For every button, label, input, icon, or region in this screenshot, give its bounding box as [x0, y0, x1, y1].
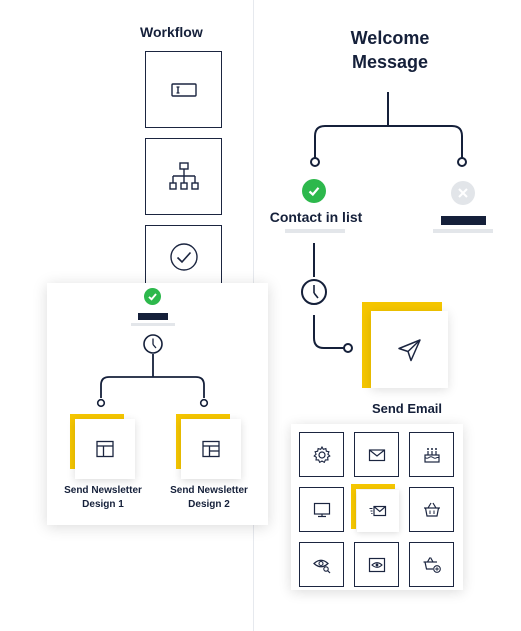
layout-columns-icon [202, 440, 220, 458]
design2-accent-left [176, 414, 183, 469]
selected-card [357, 490, 399, 532]
grid-cell-basket[interactable] [409, 487, 454, 532]
basket-add-icon [423, 556, 441, 573]
fast-mail-icon [369, 505, 387, 517]
hierarchy-icon [168, 161, 199, 190]
grid-cell-eye-search[interactable] [299, 542, 344, 587]
grid-cell-fast-mail[interactable] [351, 484, 399, 532]
welcome-title-line1: Welcome [350, 28, 430, 48]
layout-icon [96, 440, 114, 458]
design1-accent-left [70, 414, 77, 469]
text-field-icon [170, 82, 197, 97]
grid-cell-settings[interactable] [299, 432, 344, 477]
newsletter-connectors [96, 334, 209, 408]
grid-cell-mail[interactable] [354, 432, 399, 477]
grid-cell-eye-screen[interactable] [354, 542, 399, 587]
welcome-title-line2: Message [351, 52, 429, 72]
workflow-item-hierarchy[interactable] [145, 138, 222, 215]
design2-label-line2: Design 2 [188, 499, 230, 510]
send-card-accent-left [362, 302, 371, 388]
eye-search-icon [312, 559, 330, 573]
cake-icon [423, 447, 440, 463]
newsletter-design-1-card[interactable] [75, 419, 135, 479]
design1-accent-top [70, 414, 124, 421]
check-circle-icon [169, 243, 198, 271]
grid-cell-basket-add[interactable] [409, 542, 454, 587]
send-email-label: Send Email [371, 401, 443, 416]
basket-icon [423, 502, 440, 517]
icon-grid-panel [291, 424, 463, 590]
design1-label-line1: Send Newsletter [64, 485, 142, 496]
welcome-message-title: Welcome Message [330, 26, 450, 74]
monitor-icon [313, 502, 330, 517]
grid-cell-monitor[interactable] [299, 487, 344, 532]
workflow-item-check[interactable] [145, 225, 222, 285]
gear-icon [312, 445, 331, 463]
no-branch-underline [433, 229, 493, 233]
envelope-icon [368, 448, 385, 461]
panel-check-icon [144, 288, 161, 305]
yes-branch-underline [285, 229, 345, 233]
yes-branch-label: Contact in list [269, 209, 363, 225]
green-check-icon [302, 179, 326, 203]
design2-label-line1: Send Newsletter [170, 485, 248, 496]
design1-label-line2: Design 1 [82, 499, 124, 510]
no-branch-bar [441, 216, 486, 225]
send-card-accent-top [362, 302, 442, 311]
grid-cell-birthday[interactable] [409, 432, 454, 477]
panel-navy-bar [138, 313, 168, 320]
newsletter-design-1-label: Send Newsletter Design 1 [53, 484, 153, 512]
selected-accent-left [351, 484, 356, 529]
newsletter-design-2-label: Send Newsletter Design 2 [159, 484, 259, 512]
newsletter-design-2-card[interactable] [181, 419, 241, 479]
newsletter-panel: Send Newsletter Design 1 Send Newsletter… [47, 283, 268, 525]
grey-x-icon [451, 181, 475, 205]
panel-grey-bar [131, 323, 175, 326]
selected-accent-top [351, 484, 395, 489]
design2-accent-top [176, 414, 230, 421]
workflow-item-text-field[interactable] [145, 51, 222, 128]
eye-screen-icon [368, 557, 385, 572]
send-email-card[interactable] [371, 311, 448, 388]
workflow-title: Workflow [140, 24, 203, 40]
paper-plane-icon [397, 338, 421, 361]
